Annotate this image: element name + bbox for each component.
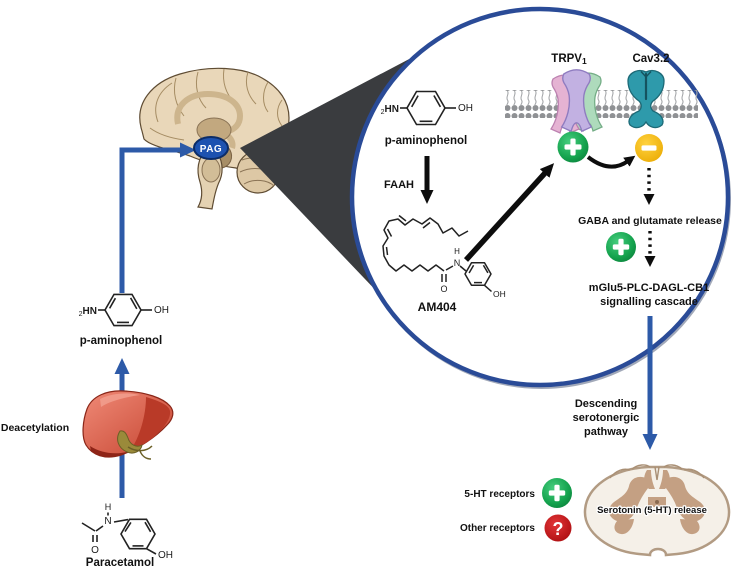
- plus-icon: [612, 238, 630, 256]
- pag-label: PAG: [200, 144, 222, 155]
- question-icon: ?: [553, 519, 564, 539]
- liver-icon: [82, 390, 174, 460]
- inset-p-aminophenol-structure: [400, 90, 456, 126]
- inset-hydroxyl-label: OH: [458, 103, 473, 114]
- trpv1-channel-icon: [550, 69, 603, 134]
- am404-label: AM404: [418, 300, 457, 314]
- plus-icon: [564, 138, 582, 156]
- descending-label-line1: Descending: [575, 398, 637, 410]
- am404-n-label: N: [454, 258, 461, 268]
- paracetamol-label: Paracetamol: [86, 557, 154, 569]
- plus-to-minus-arrow: [586, 155, 636, 169]
- p-aminophenol-label: p-aminophenol: [80, 335, 162, 347]
- inset-p-aminophenol-label: p-aminophenol: [385, 135, 467, 147]
- spinal-cord-icon: Serotonin (5-HT) release: [583, 464, 731, 557]
- minus-icon: [641, 145, 657, 151]
- inset-circle: [349, 6, 731, 388]
- amine-label: 2HN: [79, 306, 97, 318]
- am404-h-label: H: [454, 247, 460, 256]
- p-aminophenol-structure: [98, 293, 152, 327]
- paracetamol-oh-label: OH: [158, 550, 173, 561]
- inset-amine-label: 2HN: [381, 104, 399, 116]
- hydroxyl-label: OH: [154, 305, 169, 316]
- paracetamol-n-label: N: [104, 516, 111, 527]
- gaba-activation-badge: [606, 232, 636, 262]
- trpv-activation-badge: [557, 131, 589, 163]
- gallbladder: [117, 430, 143, 454]
- cav32-channel-icon: [627, 69, 665, 129]
- cascade-label-line2: signalling cascade: [600, 296, 698, 308]
- brain-illustration: [139, 67, 290, 210]
- serotonin-release-label: Serotonin (5-HT) release: [597, 505, 707, 516]
- trpv1-label: TRPV1: [551, 53, 587, 66]
- five-ht-receptors-label: 5-HT receptors: [464, 489, 535, 500]
- pag-badge: PAG: [193, 136, 229, 160]
- gaba-release-label: GABA and glutamate release: [578, 215, 722, 227]
- paracetamol-structure: [81, 512, 157, 555]
- am404-o-label: O: [440, 284, 447, 294]
- pons: [201, 157, 221, 183]
- other-receptors-label: Other receptors: [460, 523, 535, 534]
- am404-structure: [382, 214, 492, 293]
- cascade-label-line1: mGlu5-PLC-DAGL-CB1: [589, 282, 709, 294]
- cell-membrane: [505, 90, 698, 118]
- am404-to-trpv-arrow: [463, 163, 555, 262]
- deacetylation-label: Deacetylation: [1, 422, 69, 434]
- spinal-cord-sulci: [609, 464, 705, 481]
- cav32-label: Cav3.2: [632, 53, 669, 65]
- descending-label-line2: serotonergic: [573, 412, 640, 424]
- paracetamol-h-label: H: [105, 502, 112, 512]
- plus-icon: [548, 484, 566, 502]
- central-canal: [655, 500, 659, 504]
- five-ht-activation-badge: [542, 478, 572, 508]
- other-receptors-question-badge: ?: [544, 514, 572, 542]
- cav-inhibition-badge: [635, 134, 663, 162]
- paracetamol-o-label: O: [91, 545, 99, 556]
- descending-label-line3: pathway: [584, 426, 629, 438]
- faah-label: FAAH: [384, 179, 414, 191]
- am404-oh-label: OH: [493, 289, 506, 299]
- p-aminophenol-to-pag-arrow: [119, 142, 196, 293]
